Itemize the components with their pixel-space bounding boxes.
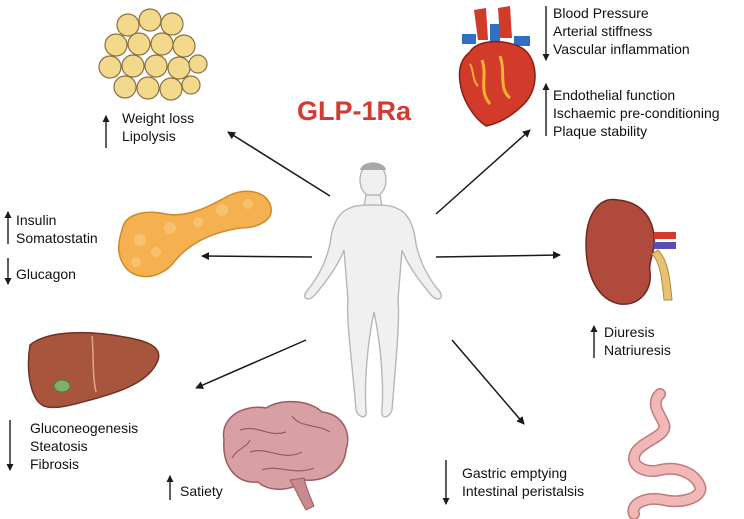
pancreas-illustration	[118, 190, 272, 278]
heart-effect-vascular-inflammation: Vascular inflammation	[553, 41, 690, 57]
human-body-illustration	[304, 162, 442, 418]
liver-illustration	[27, 331, 160, 409]
heart-effect-plaque-stability: Plaque stability	[553, 123, 648, 139]
pancreas-effect-insulin: Insulin	[16, 212, 57, 228]
heart-effect-arterial-stiffness: Arterial stiffness	[553, 23, 653, 39]
adipose-effect-lipolysis: Lipolysis	[122, 128, 176, 144]
arrow-to-liver	[195, 339, 307, 389]
arrow-to-heart	[435, 129, 531, 215]
liver-effect-steatosis: Steatosis	[30, 438, 88, 454]
intestine-illustration	[627, 388, 707, 519]
kidney-illustration	[585, 198, 676, 305]
heart-effect-endothelial-function: Endothelial function	[553, 87, 676, 103]
liver-effect-fibrosis: Fibrosis	[30, 456, 80, 472]
arrow-to-intestine	[451, 339, 525, 425]
pancreas-effect-somatostatin: Somatostatin	[16, 230, 98, 246]
kidney-effect-diuresis: Diuresis	[604, 324, 655, 340]
liver-effect-gluconeogenesis: Gluconeogenesis	[30, 420, 139, 436]
heart-effect-ischaemic-preconditioning: Ischaemic pre-conditioning	[553, 105, 720, 121]
heart-illustration	[458, 6, 536, 127]
heart-effect-blood-pressure: Blood Pressure	[553, 5, 649, 21]
gut-effect-gastric-emptying: Gastric emptying	[462, 465, 568, 481]
adipose-tissue-illustration	[98, 8, 208, 101]
diagram-title: GLP-1Ra	[297, 96, 412, 126]
arrow-to-pancreas	[201, 252, 313, 261]
arrow-to-kidney	[435, 251, 561, 260]
pancreas-effect-glucagon: Glucagon	[16, 266, 76, 282]
arrow-to-adipose	[227, 131, 331, 197]
gut-effect-intestinal-peristalsis: Intestinal peristalsis	[462, 483, 585, 499]
brain-effect-satiety: Satiety	[180, 483, 223, 499]
kidney-effect-natriuresis: Natriuresis	[604, 342, 671, 358]
adipose-effect-weight-loss: Weight loss	[122, 110, 195, 126]
brain-illustration	[222, 400, 349, 511]
